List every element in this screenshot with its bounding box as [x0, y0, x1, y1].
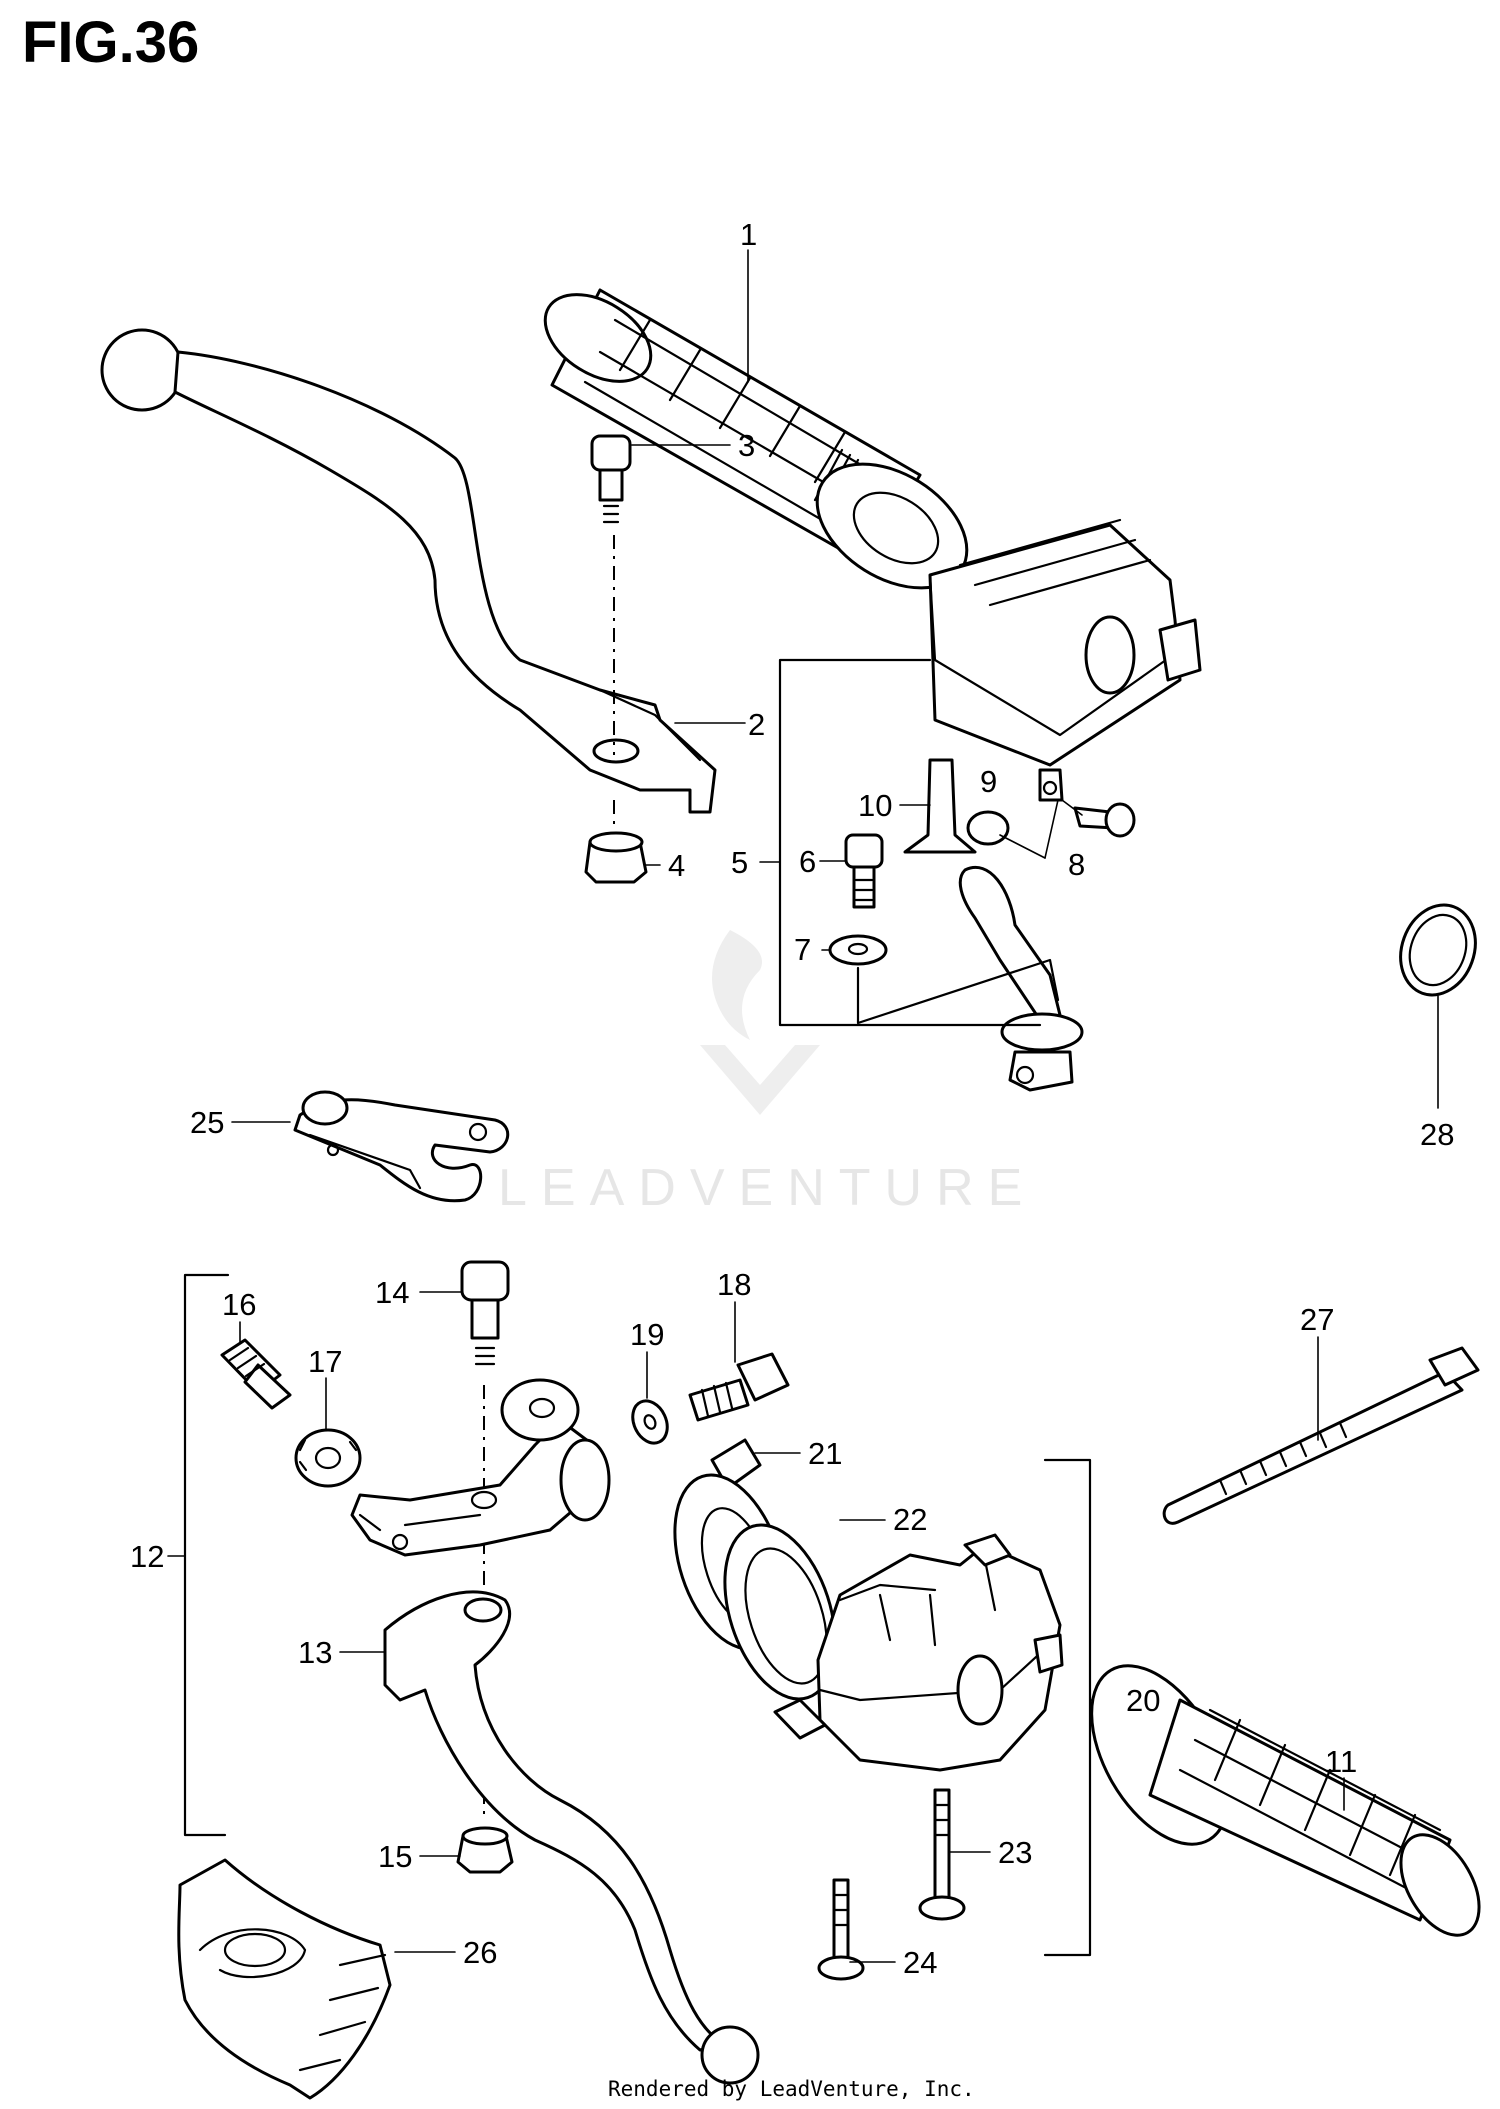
callout-20: 20	[1126, 1683, 1160, 1718]
part-17-locknut	[294, 1428, 362, 1488]
part-8-screw	[1073, 802, 1136, 838]
callout-18: 18	[717, 1267, 751, 1302]
part-19-washer	[631, 1399, 669, 1445]
callout-5: 5	[731, 845, 748, 880]
part-2-lever	[100, 328, 717, 814]
figure-title: FIG.36	[22, 10, 199, 75]
callout-27: 27	[1300, 1302, 1334, 1337]
right-switch-housing	[928, 518, 1202, 802]
part-15-nut	[456, 1826, 514, 1874]
part-3-bolt	[590, 434, 632, 524]
callout-21: 21	[808, 1436, 842, 1471]
part-24-screw	[817, 1878, 865, 1981]
callout-6: 6	[799, 844, 816, 879]
part-27-tie	[1162, 1346, 1480, 1525]
callout-15: 15	[378, 1839, 412, 1874]
callout-3: 3	[738, 428, 755, 463]
part-26-cover	[177, 1858, 392, 2100]
callout-28: 28	[1420, 1117, 1454, 1152]
part-6-bolt	[844, 833, 884, 909]
callout-8: 8	[1068, 847, 1085, 882]
part-16-adjuster	[220, 1338, 292, 1410]
callout-12: 12	[130, 1539, 164, 1574]
callout-22: 22	[893, 1502, 927, 1537]
part-7-washer	[828, 934, 888, 966]
part-1-grip	[543, 288, 969, 590]
part-14-bolt	[460, 1260, 510, 1366]
callout-4: 4	[668, 848, 685, 883]
callout-17: 17	[308, 1344, 342, 1379]
callout-13: 13	[298, 1635, 332, 1670]
part-11-grip	[1090, 1664, 1481, 1937]
part-23-screw	[918, 1788, 966, 1921]
callout-25: 25	[190, 1105, 224, 1140]
leader-9b	[1044, 799, 1059, 859]
bracket-12	[183, 1273, 230, 1837]
callout-14: 14	[375, 1275, 409, 1310]
part-28-oring	[1399, 903, 1477, 997]
leader-9a	[999, 834, 1046, 859]
callout-2: 2	[748, 707, 765, 742]
callout-labels: 1 2 3 4 5 6 7 8 9 10 11 12 13 14 15 16 1…	[130, 217, 1454, 1980]
callout-23: 23	[998, 1835, 1032, 1870]
callout-7: 7	[794, 932, 811, 967]
callout-16: 16	[222, 1287, 256, 1322]
callout-9: 9	[980, 764, 997, 799]
part-18-bolt	[688, 1352, 790, 1422]
callout-26: 26	[463, 1935, 497, 1970]
footer-credit: Rendered by LeadVenture, Inc.	[608, 2077, 975, 2101]
part-25-bracket	[293, 1090, 510, 1203]
callout-10: 10	[858, 788, 892, 823]
callout-24: 24	[903, 1945, 937, 1980]
watermark-text: LEADVENTURE	[498, 1159, 1036, 1217]
callout-11: 11	[1325, 1744, 1357, 1779]
watermark: LEADVENTURE	[498, 930, 1036, 1217]
clutch-bracket	[350, 1378, 611, 1557]
bracket-20	[1043, 1458, 1092, 1957]
callout-1: 1	[740, 217, 757, 252]
left-switch-housing	[673, 1473, 1064, 1772]
part-10-screw	[903, 758, 977, 854]
leader-8	[1061, 799, 1083, 816]
throttle-lever	[958, 866, 1084, 1092]
bracket-5	[778, 658, 1060, 1027]
callout-19: 19	[630, 1317, 664, 1352]
part-13-lever	[383, 1590, 760, 2085]
part-4-nut	[584, 831, 648, 884]
part-9-nut	[966, 810, 1010, 846]
